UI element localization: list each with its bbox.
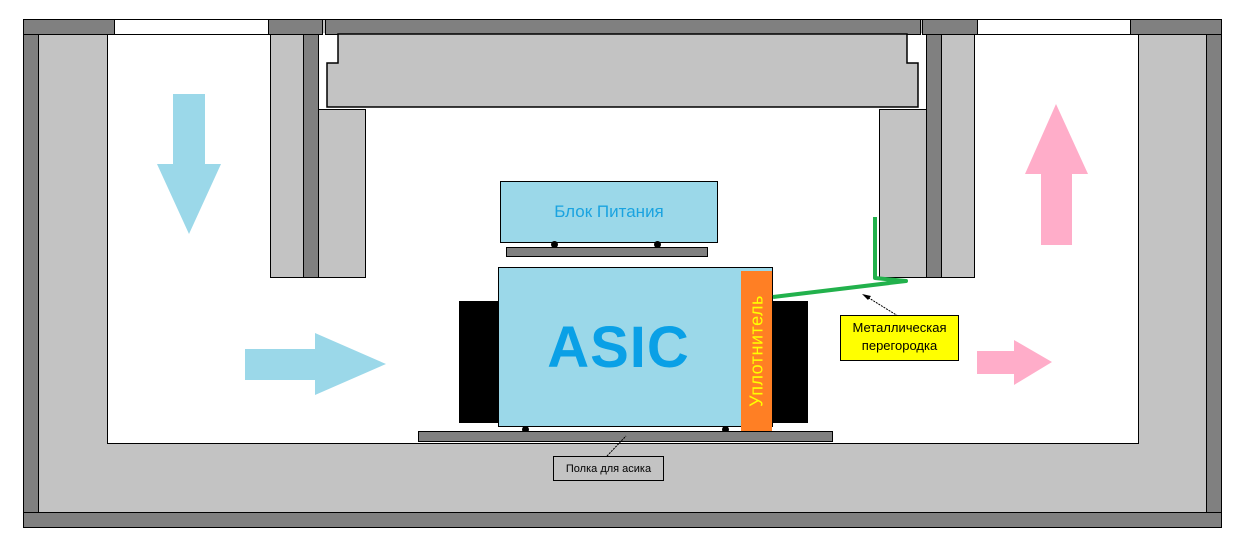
left-dash-line [38, 144, 39, 170]
partition-leader-arrowhead [862, 294, 871, 300]
right-dash-line [1206, 70, 1207, 96]
top-center-block-shape [326, 33, 919, 108]
metal-partition-note: Металлическая перегородка [840, 315, 959, 361]
right-dash-line [1206, 403, 1207, 429]
power-supply-shelf [506, 247, 708, 257]
right-dash-line [1206, 440, 1207, 466]
partition-leader-line [863, 294, 899, 317]
right-dash-line [1206, 292, 1207, 318]
asic-shelf [418, 431, 833, 442]
right-dash-line [1206, 39, 1207, 59]
bottom-outer-wall [23, 512, 1222, 528]
left-dash-line [38, 218, 39, 244]
power-supply-foot [551, 241, 558, 248]
left-dash-line [38, 329, 39, 355]
left-dash-line [38, 292, 39, 318]
right-dash-line [1206, 181, 1207, 207]
left-dash-line [38, 70, 39, 96]
cold-air-right-arrow [245, 333, 386, 395]
right-dash-line [1206, 144, 1207, 170]
right-partition-inner [879, 109, 927, 278]
asic-label: ASIC [547, 314, 690, 380]
left-dash-line [38, 107, 39, 133]
left-dash-line [38, 39, 39, 59]
left-dash-line [38, 366, 39, 392]
left-partition-inner [318, 109, 366, 278]
metal-partition-line [772, 217, 908, 299]
right-partition-outer [941, 34, 975, 278]
cold-air-down-arrow [157, 94, 221, 234]
shelf-leader-line [606, 435, 627, 457]
right-dash-line [1206, 107, 1207, 133]
asic-intake-fan [459, 301, 499, 423]
shelf-label: Полка для асика [565, 462, 652, 475]
left-dash-line [38, 181, 39, 207]
left-dash-line [38, 440, 39, 466]
shelf-label-box: Полка для асика [553, 456, 664, 481]
asic-foot [722, 426, 729, 433]
right-dash-line [1206, 329, 1207, 355]
left-dash-line [38, 477, 39, 503]
hot-air-right-arrow [977, 340, 1052, 385]
asic-block: ASIC [498, 267, 773, 427]
seal-strip: Уплотнитель [741, 271, 772, 431]
right-dash-line [1206, 218, 1207, 244]
right-dash-line [1206, 255, 1207, 281]
metal-partition-label: Металлическая перегородка [852, 320, 947, 353]
asic-foot [522, 426, 529, 433]
right-dash-line [1206, 477, 1207, 503]
left-dash-line [38, 403, 39, 429]
asic-exhaust-fan [772, 301, 808, 423]
right-dash-line [1206, 366, 1207, 392]
hot-air-up-arrow [1025, 104, 1088, 245]
left-dash-line [38, 255, 39, 281]
power-supply-block: Блок Питания [500, 181, 718, 243]
top-wall-right [1130, 19, 1222, 35]
power-supply-label: Блок Питания [554, 202, 664, 221]
power-supply-foot [654, 241, 661, 248]
